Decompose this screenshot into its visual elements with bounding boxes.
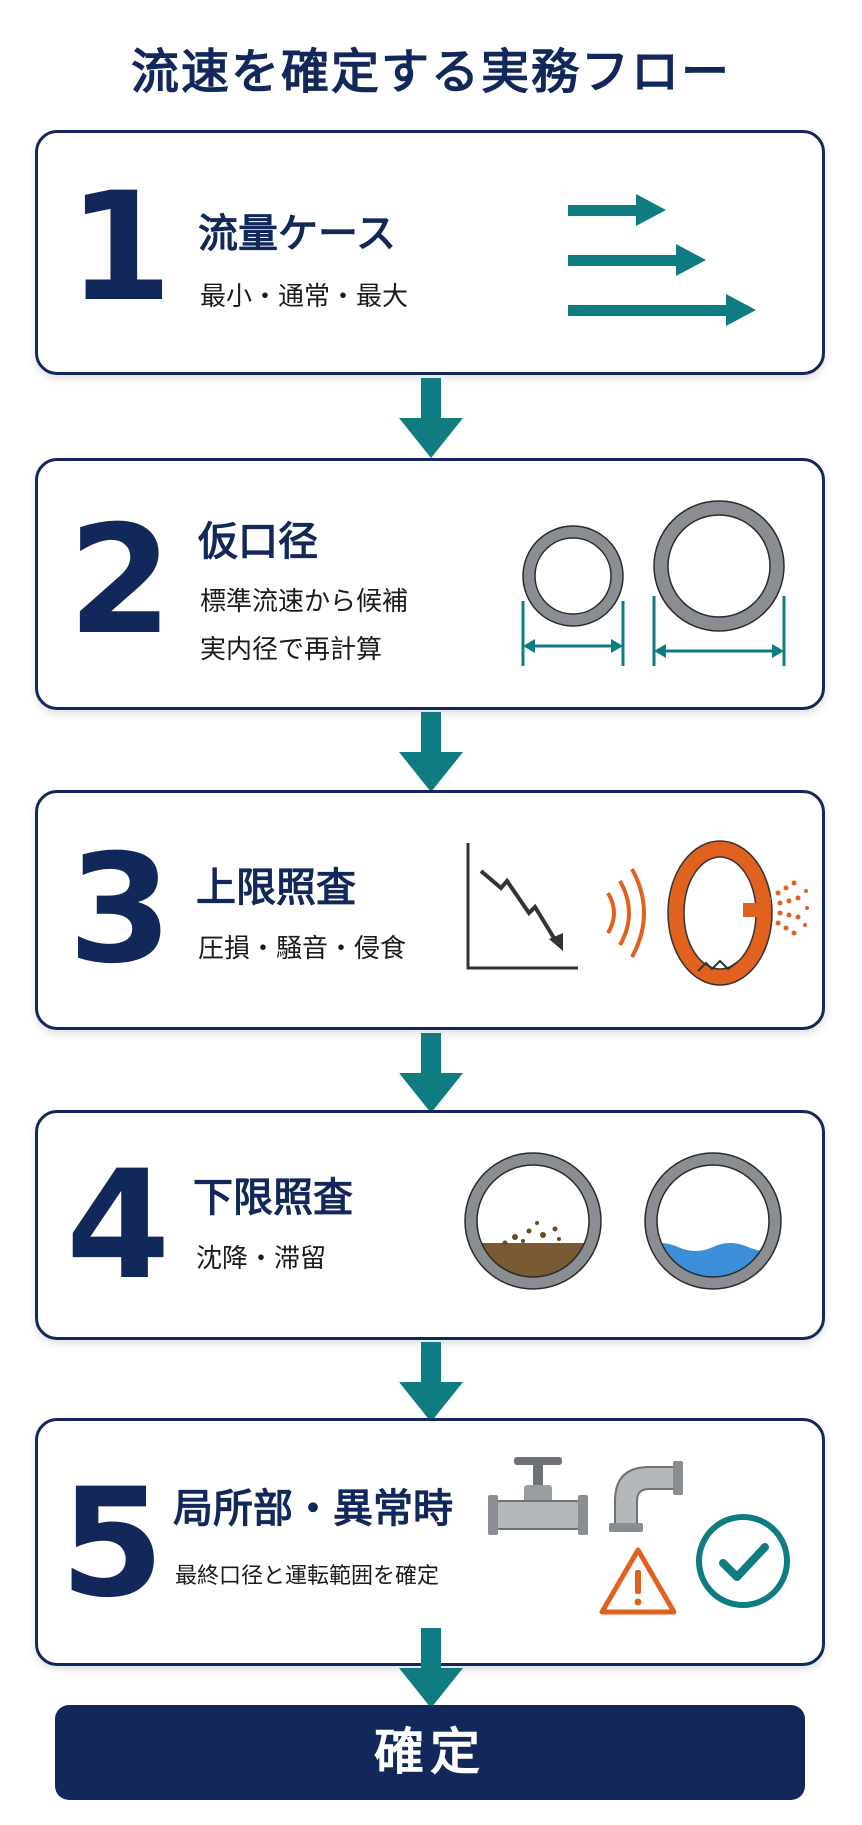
flow-arrow (395, 712, 467, 794)
sedimentation-pipe-icon (464, 1152, 602, 1290)
flow-arrows-icon (568, 194, 756, 326)
stagnant-water-pipe-icon (644, 1152, 782, 1290)
check-circle-icon (696, 1514, 790, 1608)
step-title: 局所部・異常時 (173, 1486, 453, 1532)
flow-arrow (395, 1033, 467, 1115)
page-title: 流速を確定する実務フロー (130, 44, 731, 100)
step-number: 4 (66, 1139, 171, 1313)
final-confirm-box: 確定 (55, 1705, 805, 1800)
step-card-3: 3 上限照査 圧損・騒音・侵食 (35, 790, 825, 1030)
step-number: 5 (60, 1457, 165, 1631)
step-card-5: 5 局所部・異常時 最終口径と運転範囲を確定 (35, 1418, 825, 1666)
step-card-1: 1 流量ケース 最小・通常・最大 (35, 130, 825, 375)
valve-icon (488, 1457, 588, 1535)
step-description: 圧損・騒音・侵食 (198, 934, 407, 964)
step-description: 標準流速から候補 実内径で再計算 (200, 587, 409, 665)
step-description: 最終口径と運転範囲を確定 (175, 1564, 440, 1589)
noise-icon (606, 868, 646, 958)
step-description: 沈降・滞留 (196, 1244, 327, 1274)
step-title: 流量ケース (198, 211, 396, 257)
warning-icon (599, 1547, 677, 1615)
step-title: 下限照査 (193, 1175, 353, 1221)
step-description: 最小・通常・最大 (200, 282, 409, 312)
pressure-drop-chart-icon (466, 843, 578, 970)
step-title: 仮口径 (198, 519, 318, 565)
flow-arrow (395, 378, 467, 460)
erosion-icon (667, 840, 809, 986)
pipe-elbow-icon (609, 1461, 683, 1532)
step-number: 1 (68, 161, 173, 335)
step-card-2: 2 仮口径 標準流速から候補 実内径で再計算 (35, 458, 825, 710)
pipe-diameter-icon (521, 500, 786, 666)
flow-arrow (395, 1342, 467, 1424)
step-card-4: 4 下限照査 沈降・滞留 (35, 1110, 825, 1340)
step-number: 3 (68, 823, 173, 997)
step-number: 2 (68, 494, 173, 668)
step-title: 上限照査 (196, 865, 356, 911)
flow-arrow (395, 1628, 467, 1710)
